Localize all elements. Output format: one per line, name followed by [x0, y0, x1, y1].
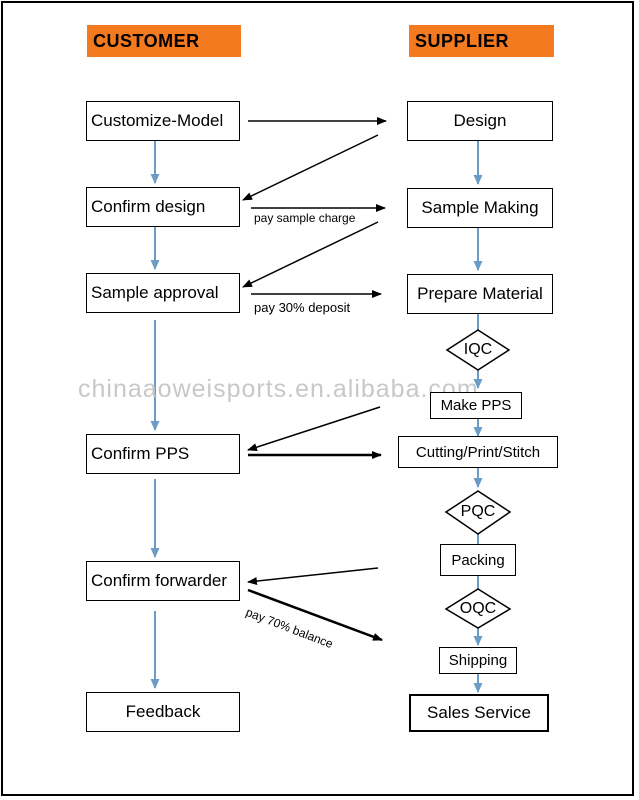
sample-approval-box: Sample approval [86, 273, 240, 313]
pqc-diamond [444, 490, 512, 535]
design-box: Design [407, 101, 553, 141]
pay-deposit-label: pay 30% deposit [254, 300, 351, 315]
supplier-header: SUPPLIER [409, 25, 554, 57]
customize-model-box: Customize-Model [86, 101, 240, 141]
sales-service-box: Sales Service [409, 694, 549, 732]
watermark: chinaaoweisports.en.alibaba.com [78, 375, 479, 403]
iqc-diamond [445, 329, 511, 371]
oqc-label: OQC [459, 600, 497, 617]
cutting-print-stitch-box: Cutting/Print/Stitch [398, 436, 558, 468]
cross-arrows [242, 117, 387, 642]
packing-box: Packing [440, 544, 516, 576]
feedback-box: Feedback [86, 692, 240, 732]
customer-header: CUSTOMER [87, 25, 241, 57]
prepare-material-box: Prepare Material [407, 274, 553, 314]
sample-making-box: Sample Making [407, 188, 553, 228]
shipping-box: Shipping [439, 647, 517, 674]
iqc-label: IQC [463, 341, 493, 358]
make-pps-box: Make PPS [430, 392, 522, 419]
oqc-diamond [444, 588, 512, 629]
pay-sample-charge-label: pay sample charge [254, 211, 356, 225]
confirm-pps-box: Confirm PPS [86, 434, 240, 474]
confirm-design-box: Confirm design [86, 187, 240, 227]
confirm-forwarder-box: Confirm forwarder [86, 561, 240, 601]
pqc-label: PQC [460, 503, 496, 520]
